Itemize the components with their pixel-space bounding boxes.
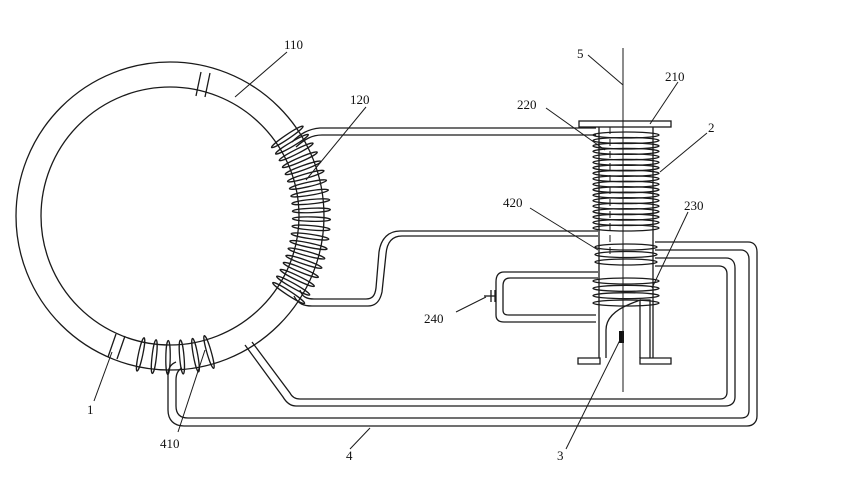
outer-loop-4 xyxy=(167,241,758,427)
bobbin-coil-230 xyxy=(592,277,660,307)
label-120: 120 xyxy=(350,92,370,107)
coil-turn xyxy=(279,268,315,288)
wire-120-to-220 xyxy=(291,127,596,148)
coil-turn xyxy=(203,335,215,370)
coil-turn xyxy=(272,281,306,305)
ring-gap-top xyxy=(195,71,211,98)
coil-turn xyxy=(288,179,328,190)
ring-coil-410 xyxy=(135,335,215,376)
coil-turn xyxy=(290,232,330,241)
label-230: 230 xyxy=(684,198,704,213)
coil-turn xyxy=(291,224,331,232)
coil-turn xyxy=(291,207,332,214)
label-420: 420 xyxy=(503,195,523,210)
label-1: 1 xyxy=(87,402,94,417)
coil-turn xyxy=(594,243,658,251)
wire-120-to-420 xyxy=(293,230,598,307)
coil-turn xyxy=(150,339,158,375)
label-410: 410 xyxy=(160,436,180,451)
coil-turn xyxy=(592,284,660,292)
label-4: 4 xyxy=(346,448,353,463)
label-220: 220 xyxy=(517,97,537,112)
coil-turn xyxy=(287,247,326,260)
coil-turn xyxy=(135,337,146,372)
wire-230-to-240 xyxy=(495,271,598,323)
flange-210 xyxy=(578,120,672,128)
leader-lines xyxy=(93,51,708,450)
base-flange xyxy=(577,357,601,365)
coil-turn xyxy=(290,188,330,198)
ring-gap-bottom xyxy=(107,333,126,360)
core-3 xyxy=(605,299,651,358)
sensor-3 xyxy=(619,331,624,343)
coil-turn xyxy=(282,261,320,279)
bobbin-coil-220 xyxy=(592,131,660,232)
coil-turn xyxy=(270,125,304,149)
label-210: 210 xyxy=(665,69,685,84)
coil-turn xyxy=(285,254,323,269)
coil-turn xyxy=(274,133,310,155)
label-2: 2 xyxy=(708,120,715,135)
coil-turn xyxy=(278,142,314,162)
capacitor-240 xyxy=(484,290,496,302)
labels: 110 120 5 210 220 2 420 230 240 1 410 4 … xyxy=(87,37,715,463)
ring-core xyxy=(15,61,325,371)
label-240: 240 xyxy=(424,311,444,326)
coil-turn xyxy=(178,339,186,375)
coil-turn xyxy=(592,292,660,300)
coil-turn xyxy=(592,224,660,232)
coil-turn xyxy=(291,216,332,223)
coil-turn xyxy=(594,250,658,259)
label-110: 110 xyxy=(284,37,303,52)
coil-turn xyxy=(289,239,328,251)
coil-turn xyxy=(592,277,660,285)
label-3: 3 xyxy=(557,448,564,463)
bobbin-coil-420 xyxy=(594,243,658,266)
label-5: 5 xyxy=(577,46,584,61)
coil-turn xyxy=(592,299,660,307)
coil-turn xyxy=(594,258,658,266)
coil-turn xyxy=(281,151,318,169)
coil-turn xyxy=(286,169,325,183)
ring-coil-120 xyxy=(270,125,332,305)
coil-turn xyxy=(191,337,200,373)
inner-loop xyxy=(244,257,736,407)
coil-turn xyxy=(291,198,331,206)
coil-turn xyxy=(275,275,311,296)
